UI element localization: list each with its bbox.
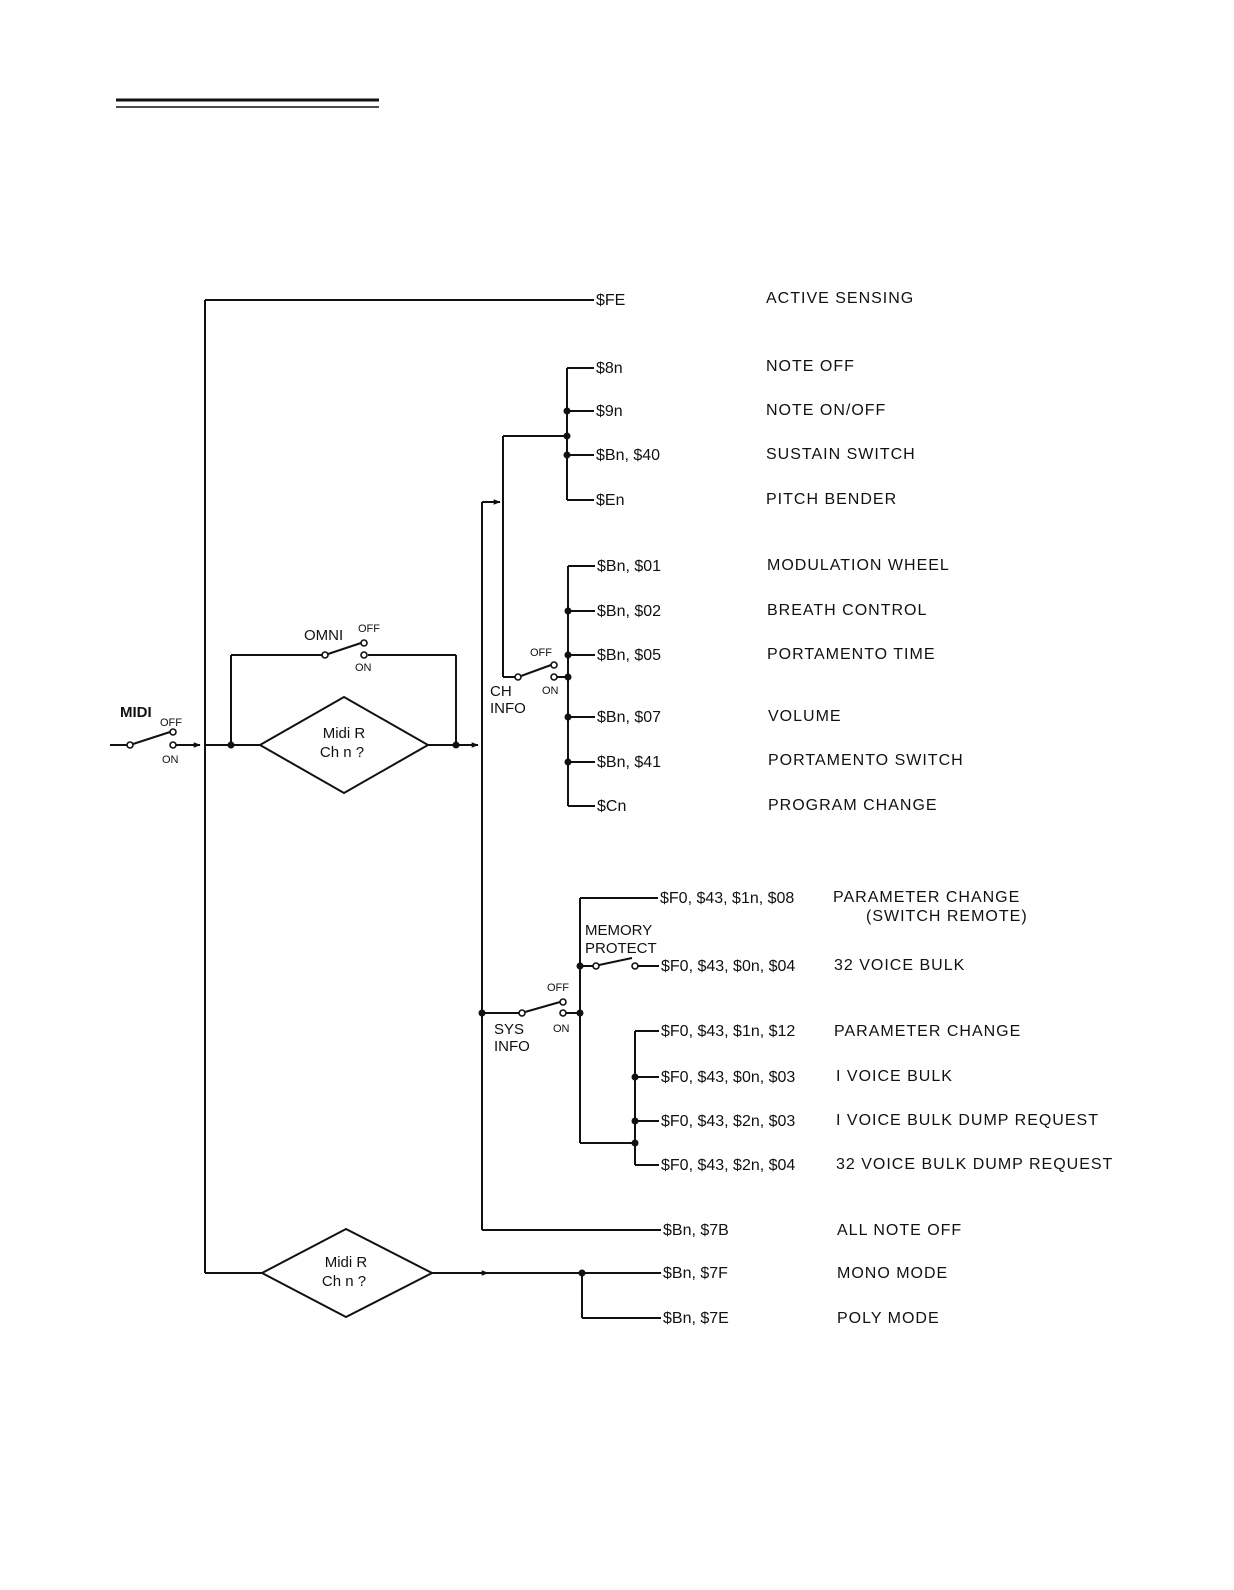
- code-9n: $9n: [596, 403, 623, 420]
- junction-ch-info: [564, 673, 572, 681]
- code-fe: $FE: [596, 292, 625, 309]
- junction-bn05: [564, 651, 572, 659]
- memory-protect-switch: [580, 957, 659, 970]
- code-bn7b: $Bn, $7B: [663, 1222, 729, 1239]
- sys-info-switch: [482, 998, 580, 1017]
- code-f0-2n-04: $F0, $43, $2n, $04: [661, 1157, 795, 1174]
- header-rule: [116, 98, 379, 108]
- desc-breath-control: BREATH CONTROL: [767, 602, 927, 619]
- junction-sysex: [576, 1009, 584, 1017]
- omni-off-label: OFF: [358, 623, 380, 635]
- desc-pitch-bender: PITCH BENDER: [766, 491, 897, 508]
- desc-portamento-switch: PORTAMENTO SWITCH: [768, 752, 964, 769]
- code-f0-0n-04: $F0, $43, $0n, $04: [661, 958, 795, 975]
- memory-protect-label-2: PROTECT: [585, 940, 657, 957]
- desc-parameter-change-remote: PARAMETER CHANGE: [833, 889, 1020, 906]
- midi-switch: [110, 728, 201, 749]
- code-bn40: $Bn, $40: [596, 447, 660, 464]
- junction-sys-info: [478, 1009, 486, 1017]
- ch-info-label-1: CH: [490, 683, 512, 700]
- code-f0-0n-03: $F0, $43, $0n, $03: [661, 1069, 795, 1086]
- midi-label: MIDI: [120, 704, 152, 721]
- decision-2-line2: Ch n ?: [322, 1273, 366, 1290]
- desc-volume: VOLUME: [768, 708, 842, 725]
- code-bn7e: $Bn, $7E: [663, 1310, 729, 1327]
- code-bn05: $Bn, $05: [597, 647, 661, 664]
- code-en: $En: [596, 492, 624, 509]
- desc-32-voice-bulk-dump-request: 32 VOICE BULK DUMP REQUEST: [836, 1156, 1113, 1173]
- decision-2-line1: Midi R: [325, 1254, 368, 1271]
- code-bn01: $Bn, $01: [597, 558, 661, 575]
- junction-f0-0n-03: [631, 1073, 639, 1081]
- midi-on-label: ON: [162, 754, 179, 766]
- memory-protect-label-1: MEMORY: [585, 922, 652, 939]
- junction-bn02: [564, 607, 572, 615]
- desc-switch-remote: (SWITCH REMOTE): [866, 908, 1028, 925]
- ch-info-label-2: INFO: [490, 700, 526, 717]
- junction-sub-bus: [631, 1139, 639, 1147]
- ch-info-on-label: ON: [542, 685, 559, 697]
- junction-memory-protect: [576, 962, 584, 970]
- code-f0-1n-08: $F0, $43, $1n, $08: [660, 890, 794, 907]
- decision-1-line2: Ch n ?: [320, 744, 364, 761]
- decision-1-line1: Midi R: [323, 725, 366, 742]
- omni-switch: [230, 639, 457, 745]
- junction-bn40: [563, 451, 571, 459]
- desc-32-voice-bulk: 32 VOICE BULK: [834, 957, 965, 974]
- desc-poly-mode: POLY MODE: [837, 1310, 940, 1327]
- desc-parameter-change: PARAMETER CHANGE: [834, 1023, 1021, 1040]
- code-bn07: $Bn, $07: [597, 709, 661, 726]
- junction-omni-right: [452, 741, 460, 749]
- midi-off-label: OFF: [160, 717, 182, 729]
- desc-1-voice-bulk: I VOICE BULK: [836, 1068, 953, 1085]
- desc-portamento-time: PORTAMENTO TIME: [767, 646, 936, 663]
- junction-f0-2n-03: [631, 1117, 639, 1125]
- desc-active-sensing: ACTIVE SENSING: [766, 290, 914, 307]
- sys-info-label-1: SYS: [494, 1021, 524, 1038]
- ch-info-off-label: OFF: [530, 647, 552, 659]
- junction-bn41: [564, 758, 572, 766]
- code-8n: $8n: [596, 360, 623, 377]
- sys-info-off-label: OFF: [547, 982, 569, 994]
- desc-mono-mode: MONO MODE: [837, 1265, 948, 1282]
- code-cn: $Cn: [597, 798, 626, 815]
- code-bn7f: $Bn, $7F: [663, 1265, 728, 1282]
- code-f0-1n-12: $F0, $43, $1n, $12: [661, 1023, 795, 1040]
- sys-info-label-2: INFO: [494, 1038, 530, 1055]
- code-f0-2n-03: $F0, $43, $2n, $03: [661, 1113, 795, 1130]
- sys-info-on-label: ON: [553, 1023, 570, 1035]
- junction-bn07: [564, 713, 572, 721]
- desc-sustain-switch: SUSTAIN SWITCH: [766, 446, 916, 463]
- junction-mode: [578, 1269, 586, 1277]
- junction-9n: [563, 407, 571, 415]
- code-bn41: $Bn, $41: [597, 754, 661, 771]
- desc-1-voice-bulk-dump-request: I VOICE BULK DUMP REQUEST: [836, 1112, 1099, 1129]
- desc-all-note-off: ALL NOTE OFF: [837, 1222, 962, 1239]
- omni-on-label: ON: [355, 662, 372, 674]
- desc-note-off: NOTE OFF: [766, 358, 855, 375]
- desc-program-change: PROGRAM CHANGE: [768, 797, 938, 814]
- code-bn02: $Bn, $02: [597, 603, 661, 620]
- ch-info-switch: [502, 436, 568, 681]
- omni-label: OMNI: [304, 627, 343, 644]
- desc-note-on-off: NOTE ON/OFF: [766, 402, 886, 419]
- junction-group-a: [563, 432, 571, 440]
- desc-modulation-wheel: MODULATION WHEEL: [767, 557, 950, 574]
